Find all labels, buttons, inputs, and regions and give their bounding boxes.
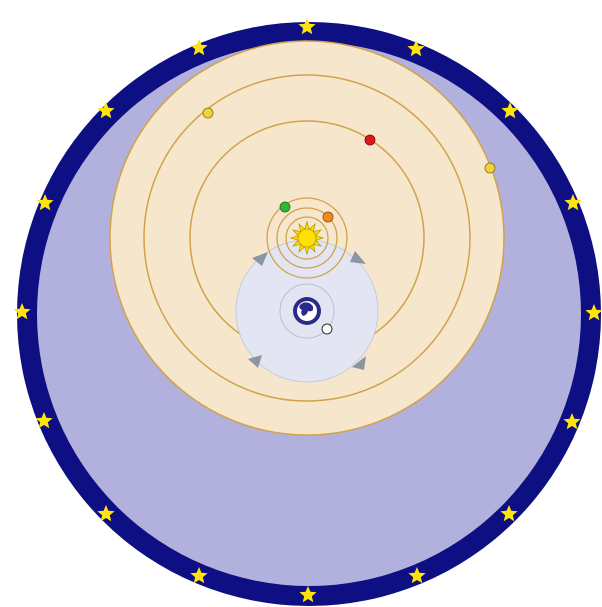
moon <box>322 324 332 334</box>
saturn-planet <box>485 163 495 173</box>
jupiter-planet <box>203 108 213 118</box>
earth-icon <box>293 297 321 325</box>
mars-planet <box>365 135 375 145</box>
venus-planet <box>323 212 333 222</box>
mercury-planet <box>280 202 290 212</box>
